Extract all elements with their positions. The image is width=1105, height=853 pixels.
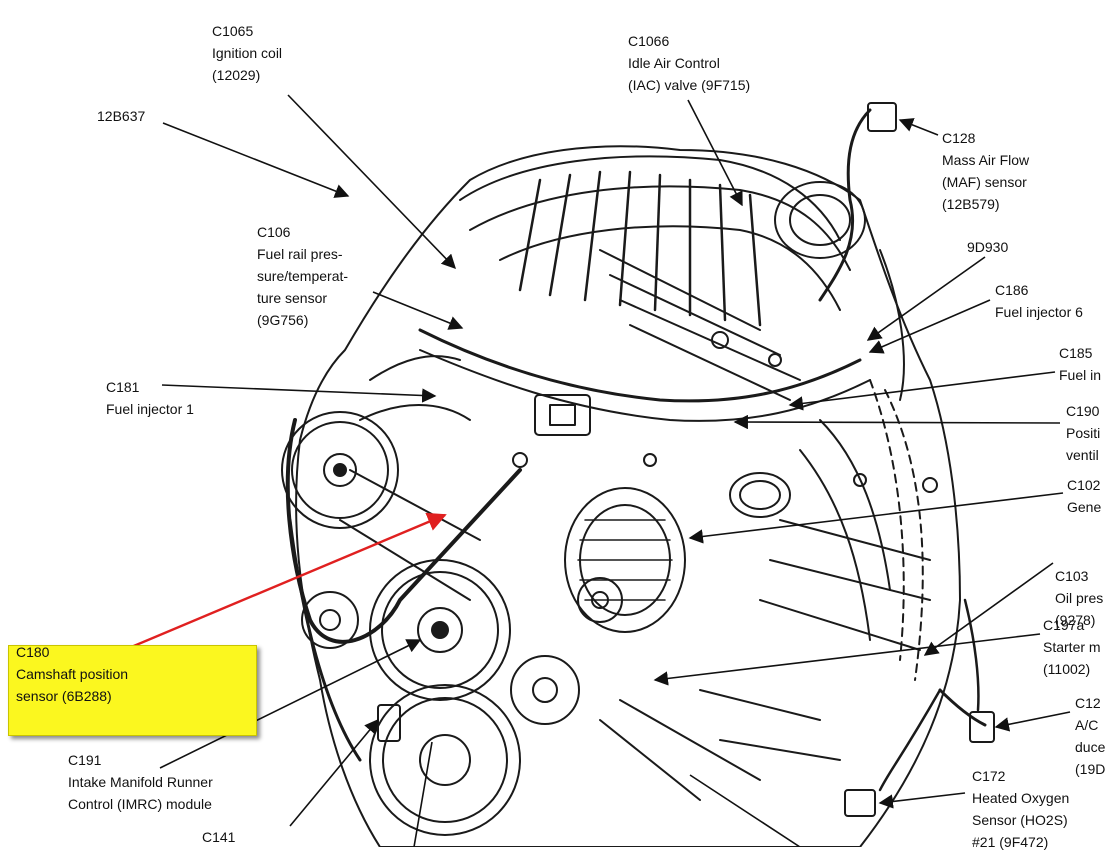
- camshaft-sensor-pointer: [109, 512, 447, 658]
- engine-illustration: [281, 102, 995, 847]
- label-c141: C141: [202, 829, 236, 845]
- label-12b637: 12B637: [97, 108, 146, 124]
- label-9d930: 9D930: [967, 239, 1009, 255]
- c180-highlight-box: [8, 645, 257, 736]
- leader-lines: [159, 94, 1071, 847]
